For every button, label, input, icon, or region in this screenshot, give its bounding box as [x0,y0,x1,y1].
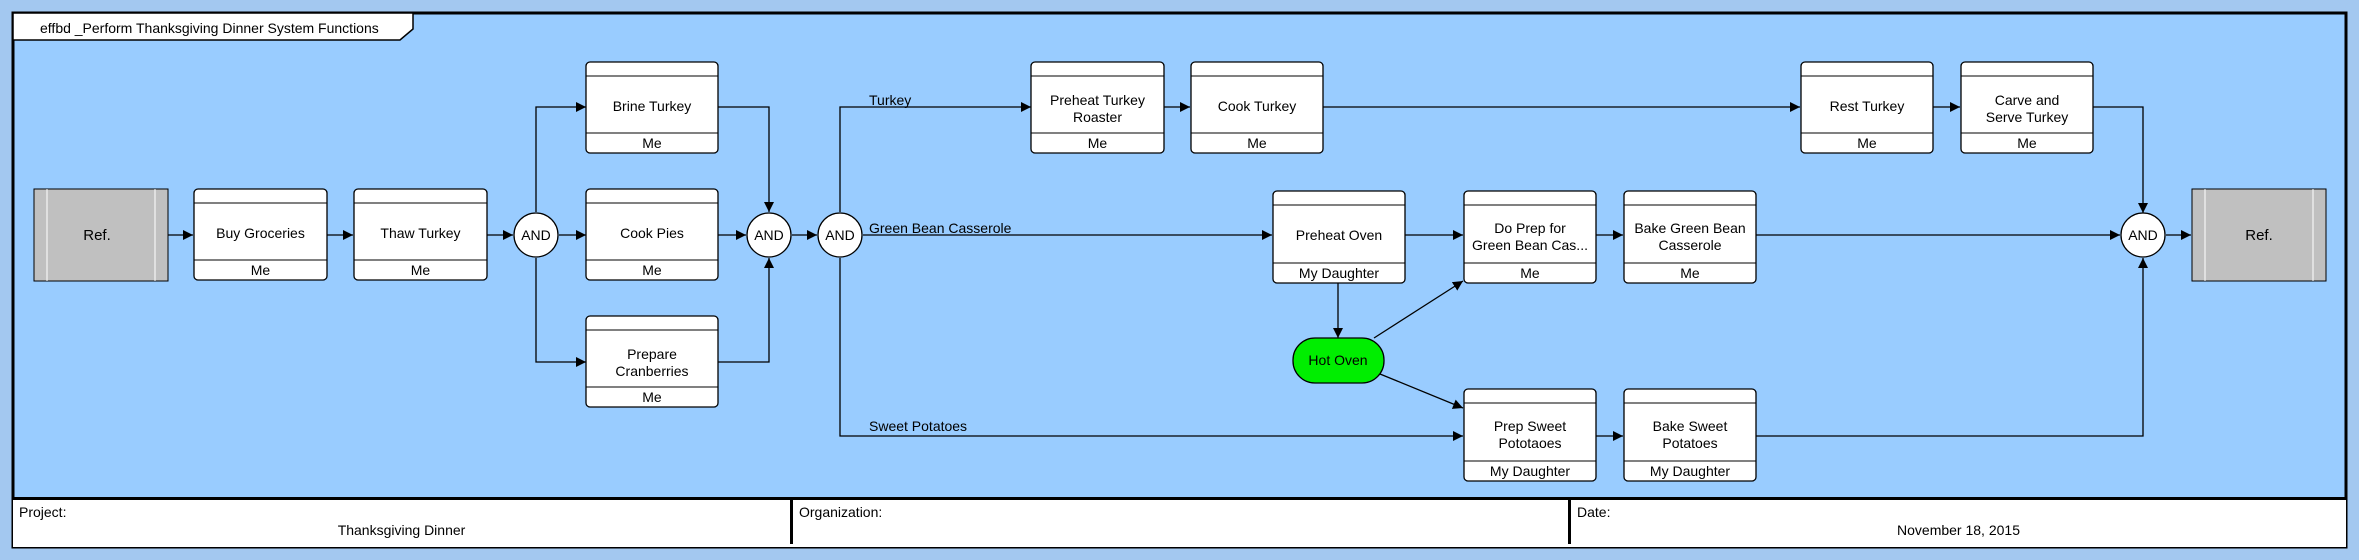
and-gate-4[interactable]: AND [2120,212,2166,258]
function-buy-groceries[interactable]: Buy Groceries Me [193,188,328,281]
flow-bake-sweet-to-and4 [1756,258,2148,437]
function-performer: Me [2017,135,2037,151]
function-performer: Me [1247,135,1267,151]
and-gate-3[interactable]: AND [817,212,863,258]
branch-label-green-bean-casserole: Green Bean Casserole [869,220,1012,236]
function-performer: Me [642,135,662,151]
function-rest-turkey[interactable]: Rest Turkey Me [1800,61,1934,154]
flow-cranberries-to-and2 [718,258,774,363]
function-performer: Me [1520,265,1540,281]
flow-hot-oven-to-prep-sweet [1379,373,1464,409]
organization-label: Organization: [799,504,883,520]
footer-bar [13,497,2346,547]
flow-hot-oven-to-prep-gbc [1373,280,1464,339]
function-name: Preheat Oven [1296,227,1382,243]
function-name: Cook Pies [620,225,684,241]
function-performer: My Daughter [1299,265,1379,281]
and-gate-label: AND [754,227,784,243]
function-performer: Me [642,262,662,278]
project-label: Project: [19,504,67,520]
and-gate-1[interactable]: AND [513,212,559,258]
function-preheat-oven[interactable]: Preheat Oven My Daughter [1272,190,1406,284]
function-performer: Me [1088,135,1108,151]
function-performer: My Daughter [1650,463,1730,479]
title-tab [12,12,414,41]
resource-hot-oven[interactable]: Hot Oven [1292,337,1385,384]
date-value: November 18, 2015 [1897,522,2020,538]
function-performer: Me [642,389,662,405]
function-thaw-turkey[interactable]: Thaw Turkey Me [353,188,488,281]
function-name: Buy Groceries [216,225,305,241]
resource-label: Hot Oven [1308,352,1367,368]
function-performer: Me [1857,135,1877,151]
function-name: Brine Turkey [613,98,692,114]
function-performer: My Daughter [1490,463,1570,479]
reference-start-label: Ref. [83,227,111,244]
function-name: Thaw Turkey [380,225,460,241]
date-label: Date: [1577,504,1611,520]
function-performer: Me [411,262,431,278]
footer-organization: Organization: [793,500,1571,544]
function-performer: Me [251,262,271,278]
project-value: Thanksgiving Dinner [337,522,466,538]
function-brine-turkey[interactable]: Brine Turkey Me [585,61,719,154]
function-cook-pies[interactable]: Cook Pies Me [585,188,719,281]
flow-and1-to-cranberries [535,258,586,367]
and-gate-label: AND [825,227,855,243]
function-performer: Me [1680,265,1700,281]
diagram-title: effbd _Perform Thanksgiving Dinner Syste… [40,20,379,36]
and-gate-2[interactable]: AND [746,212,792,258]
and-gate-label: AND [2128,227,2158,243]
flow-and3-to-prep-sweet [839,258,1463,441]
function-name: Cook Turkey [1218,98,1297,114]
function-name: Rest Turkey [1830,98,1905,114]
flow-carve-to-and4 [2093,106,2148,213]
reference-end[interactable]: Ref. [2191,188,2327,282]
branch-label-sweet-potatoes: Sweet Potatoes [869,418,967,434]
and-gate-label: AND [521,227,551,243]
footer-project: Project: Thanksgiving Dinner [13,500,793,544]
connectors [168,102,2191,441]
function-cook-turkey[interactable]: Cook Turkey Me [1190,61,1324,154]
flow-and1-to-brine [535,102,586,212]
reference-end-label: Ref. [2245,227,2273,244]
flow-and3-to-roaster [839,102,1031,212]
flow-brine-to-and2 [718,106,774,212]
branch-label-turkey: Turkey [869,92,911,108]
reference-start[interactable]: Ref. [33,188,169,282]
footer-date: Date: November 18, 2015 [1571,500,2346,544]
